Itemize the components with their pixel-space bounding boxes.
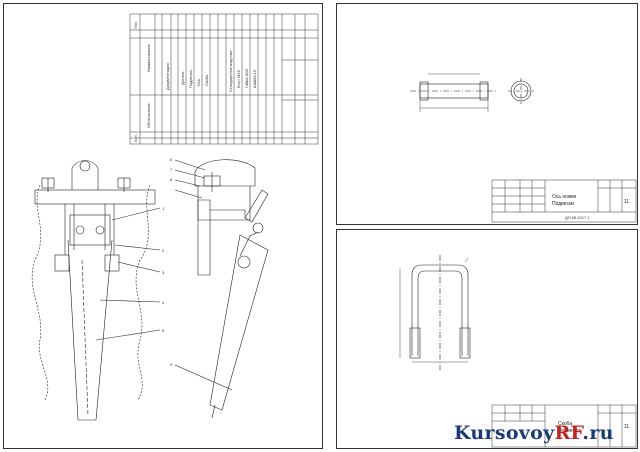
spec-col-pos: Поз. [133, 21, 138, 29]
axle-title-block [491, 179, 637, 223]
spec-table [129, 13, 319, 145]
bracket-sheet-count: 11 [624, 424, 629, 430]
spec-designation: Обозначение [146, 102, 151, 128]
leader-label: 7 [170, 167, 173, 172]
spec-std-3: Шайба 16 [252, 69, 257, 88]
assembly-sheet [3, 3, 323, 449]
axle-name-line2: Подвески [552, 201, 574, 207]
spec-section-docs: Документация [165, 63, 170, 90]
leader-label: 4 [162, 300, 165, 305]
watermark-logo: KursovoyRF.ru [454, 422, 614, 444]
bracket-drawing [399, 255, 471, 370]
leader-label: 3 [162, 270, 165, 275]
watermark-part1: Kursovoy [454, 422, 555, 444]
spec-part-2: Ось [196, 79, 201, 86]
watermark-part3: .ru [582, 422, 614, 444]
leader-label: 5 [162, 328, 165, 333]
watermark-part2: RF [554, 422, 583, 444]
spec-section-std: Стандартные изделия [228, 51, 233, 92]
assembly-leaders: 1 2 3 4 5 6 7 8 9 [162, 157, 173, 367]
axle-drawing [410, 73, 534, 112]
leader-label: 9 [170, 362, 173, 367]
spec-part-1: Подвеска [188, 70, 193, 88]
axle-sheet [336, 3, 638, 225]
bracket-sheet [336, 229, 638, 449]
axle-name-line1: Ось ножки [552, 194, 576, 200]
spec-col-qty: Кол. [133, 134, 138, 142]
leader-label: 8 [170, 177, 173, 182]
spec-part-3: Скоба [204, 74, 209, 86]
bracket-name-line2: Подвески [558, 428, 580, 434]
spec-title: Наименование [146, 43, 151, 72]
bracket-title-block [491, 404, 637, 448]
leader-label: 1 [162, 206, 165, 211]
assembly-front-view [31, 160, 161, 421]
spec-std-1: Болт М16 [236, 69, 241, 88]
bracket-name-line1: Скоба [558, 421, 572, 427]
leader-label: 2 [162, 248, 165, 253]
leader-label: 6 [170, 157, 173, 162]
spec-std-2: Гайка М16 [244, 68, 249, 88]
spec-section-parts: Детали [180, 72, 185, 85]
axle-sheet-count: 11 [624, 199, 629, 205]
axle-code: ДП 06.1017.1 [565, 215, 590, 220]
assembly-side-view [174, 159, 269, 419]
